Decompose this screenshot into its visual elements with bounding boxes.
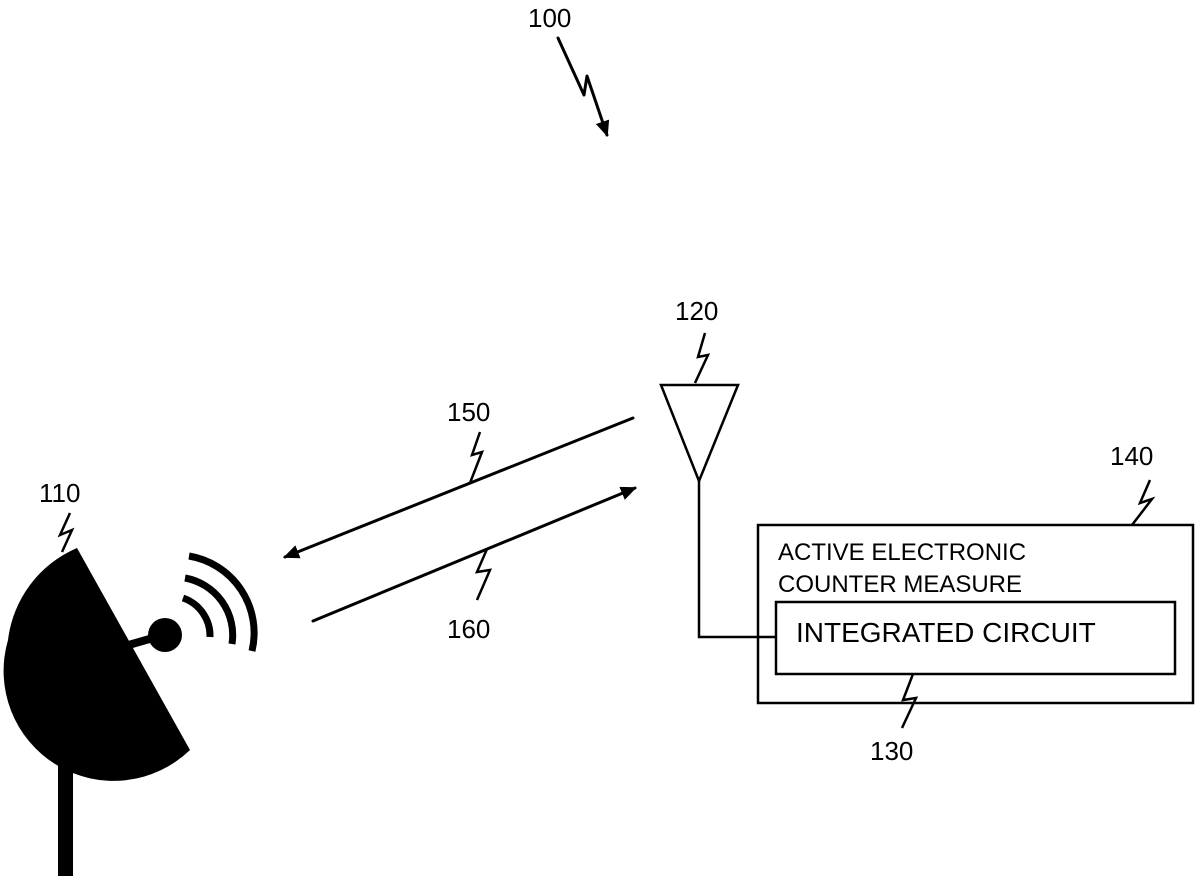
radar-ref-label: 110	[39, 478, 80, 508]
radar-wave-2	[184, 574, 237, 645]
signal-150-ref-label: 150	[447, 397, 490, 427]
antenna-feed-line	[697, 481, 776, 639]
ecm-leader-line	[1131, 479, 1156, 526]
radar-pole	[58, 740, 73, 876]
system-ref-label: 100	[528, 3, 571, 33]
signal-160-ref-label: 160	[447, 614, 490, 644]
antenna-leader-line	[693, 332, 711, 384]
radar-dish-icon	[3, 548, 258, 876]
ecm-label-line1: ACTIVE ELECTRONIC	[778, 539, 1026, 566]
antenna-icon	[659, 383, 740, 485]
radar-wave-3	[188, 552, 258, 652]
integrated-circuit-box	[774, 600, 1177, 676]
ic-ref-label: 130	[870, 736, 913, 766]
signal-160-arrow	[311, 486, 637, 623]
radar-wave-1	[181, 594, 214, 638]
ic-leader-line	[900, 673, 919, 729]
radar-leader-line	[57, 512, 75, 553]
signal-150-arrow	[283, 416, 635, 559]
signal-160-leader	[474, 548, 493, 601]
ecm-box	[756, 523, 1195, 705]
ecm-label-line2: COUNTER MEASURE	[778, 571, 1022, 598]
radar-dish	[3, 548, 191, 781]
radar-feed	[148, 618, 182, 652]
system-leader-arrow	[556, 36, 610, 137]
antenna-ref-label: 120	[675, 296, 718, 326]
integrated-circuit-label: INTEGRATED CIRCUIT	[796, 617, 1096, 648]
ecm-ref-label: 140	[1110, 441, 1153, 471]
signal-150-leader	[468, 431, 485, 484]
